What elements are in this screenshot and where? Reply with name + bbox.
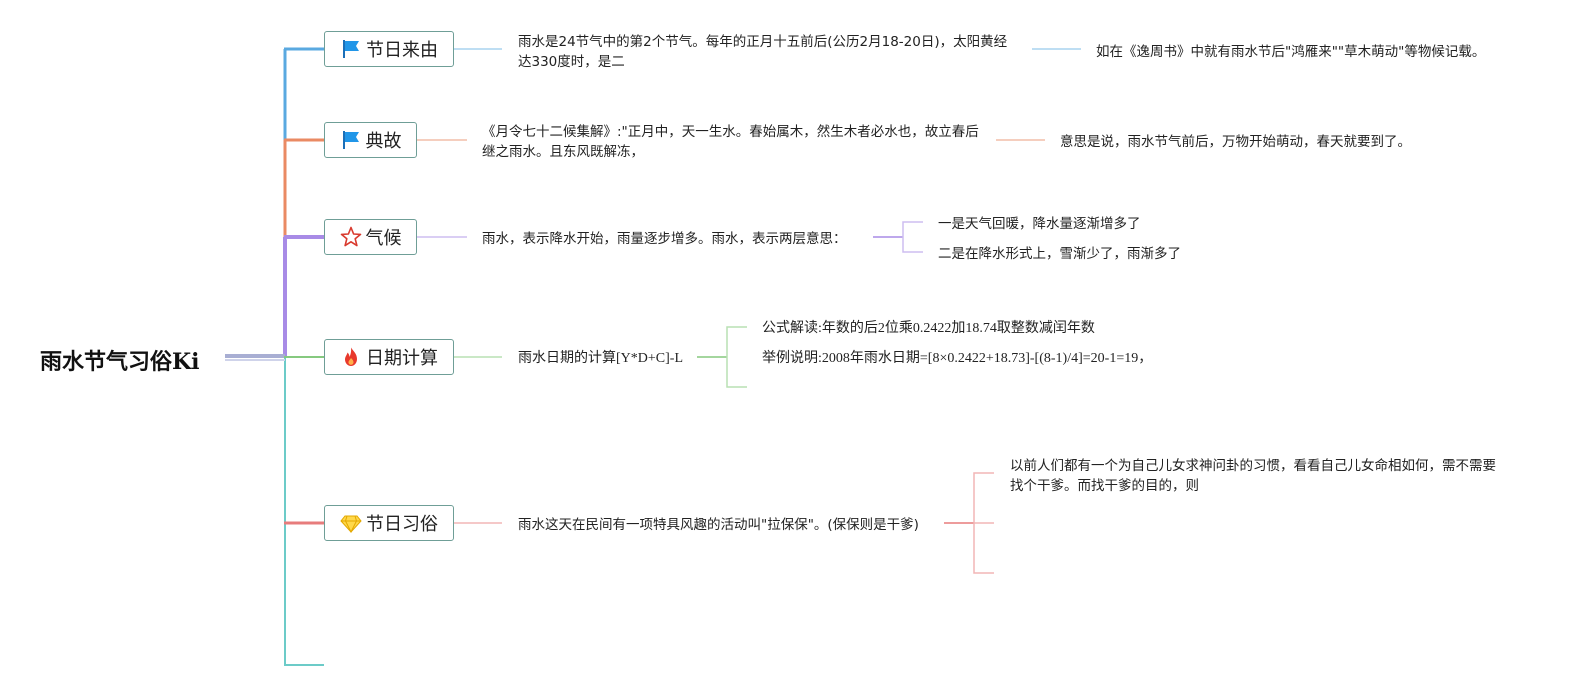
blue-flag-icon <box>340 38 362 60</box>
child-bracket <box>973 472 994 574</box>
note-text[interactable]: 雨水，表示降水开始，雨量逐步增多。雨水，表示两层意思： <box>482 231 847 247</box>
blue-flag-icon <box>340 129 362 151</box>
topic-label: 节日习俗 <box>366 514 438 535</box>
child-bracket <box>902 221 923 253</box>
note-text[interactable]: 雨水这天在民间有一项特具风趣的活动叫"拉保保"。(保保则是干爹) <box>518 517 919 533</box>
child-note[interactable]: 举例说明:2008年雨水日期=[8×0.2422+18.73]-[(8-1)/4… <box>762 351 1153 366</box>
child-note[interactable]: 以前人们都有一个为自己儿女求神问卦的习惯，看看自己儿女命相如何，需不需要找个干爹… <box>1010 458 1496 494</box>
topic-label: 典故 <box>365 131 402 152</box>
red-star-icon <box>340 226 362 248</box>
note-text[interactable]: 雨水是24节气中的第2个节气。每年的正月十五前后(公历2月18-20日)，太阳黄… <box>518 34 1008 70</box>
note-text[interactable]: 雨水日期的计算[Y*D+C]-L <box>518 351 683 366</box>
topic-festival-origin[interactable]: 节日来由 <box>324 31 454 67</box>
child-bracket <box>726 326 747 388</box>
gem-icon <box>340 512 362 534</box>
topic-label: 节日来由 <box>366 40 438 61</box>
child-note[interactable]: 公式解读:年数的后2位乘0.2422加18.74取整数减闰年数 <box>762 321 1095 336</box>
fire-icon <box>340 346 362 368</box>
topic-allusion[interactable]: 典故 <box>324 122 417 158</box>
child-note[interactable]: 二是在降水形式上，雪渐少了，雨渐多了 <box>938 246 1181 262</box>
child-note[interactable]: 意思是说，雨水节气前后，万物开始萌动，春天就要到了。 <box>1060 134 1411 150</box>
child-note[interactable]: 一是天气回暖，降水量逐渐增多了 <box>938 216 1141 232</box>
topic-label: 日期计算 <box>366 348 438 369</box>
topic-climate[interactable]: 气候 <box>324 219 417 255</box>
topic-date-calculation[interactable]: 日期计算 <box>324 339 454 375</box>
root-topic[interactable]: 雨水节气习俗Ki <box>40 349 200 375</box>
topic-label: 气候 <box>365 228 402 249</box>
topic-festival-customs[interactable]: 节日习俗 <box>324 505 454 541</box>
note-text[interactable]: 《月令七十二候集解》:"正月中，天一生水。春始属木，然生木者必水也，故立春后继之… <box>482 124 979 160</box>
child-note[interactable]: 如在《逸周书》中就有雨水节后"鸿雁来""草木萌动"等物候记载。 <box>1096 44 1486 60</box>
